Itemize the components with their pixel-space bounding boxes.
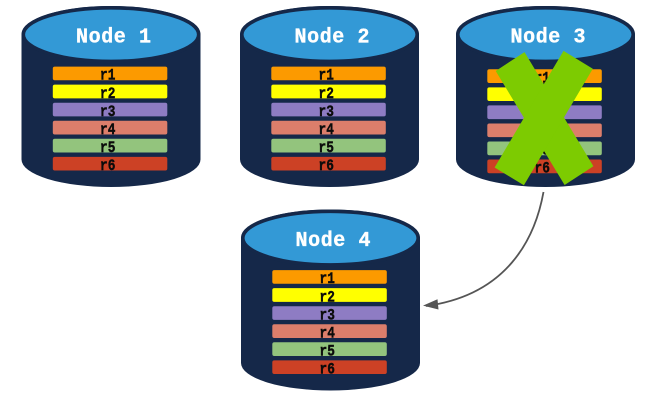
- svg-text:r6: r6: [100, 158, 115, 175]
- svg-text:r2: r2: [319, 86, 334, 103]
- svg-text:r3: r3: [320, 307, 335, 324]
- svg-text:r5: r5: [320, 343, 335, 360]
- svg-text:r1: r1: [319, 68, 334, 85]
- svg-text:Node 3: Node 3: [511, 26, 587, 50]
- svg-text:r4: r4: [319, 122, 335, 139]
- svg-text:r3: r3: [319, 104, 334, 121]
- svg-text:r3: r3: [100, 104, 115, 121]
- svg-text:r6: r6: [320, 361, 335, 378]
- svg-text:r6: r6: [535, 161, 550, 178]
- svg-text:r2: r2: [100, 86, 115, 103]
- svg-text:r1: r1: [320, 271, 335, 288]
- svg-text:r1: r1: [100, 68, 115, 85]
- svg-text:r2: r2: [320, 289, 335, 306]
- svg-text:r5: r5: [100, 140, 115, 157]
- svg-text:r4: r4: [320, 325, 336, 342]
- svg-text:Node 1: Node 1: [76, 26, 152, 50]
- svg-text:r6: r6: [319, 158, 334, 175]
- svg-text:Node 4: Node 4: [296, 230, 372, 254]
- svg-text:Node 2: Node 2: [295, 26, 371, 50]
- svg-text:r5: r5: [319, 140, 334, 157]
- svg-text:r4: r4: [100, 122, 116, 139]
